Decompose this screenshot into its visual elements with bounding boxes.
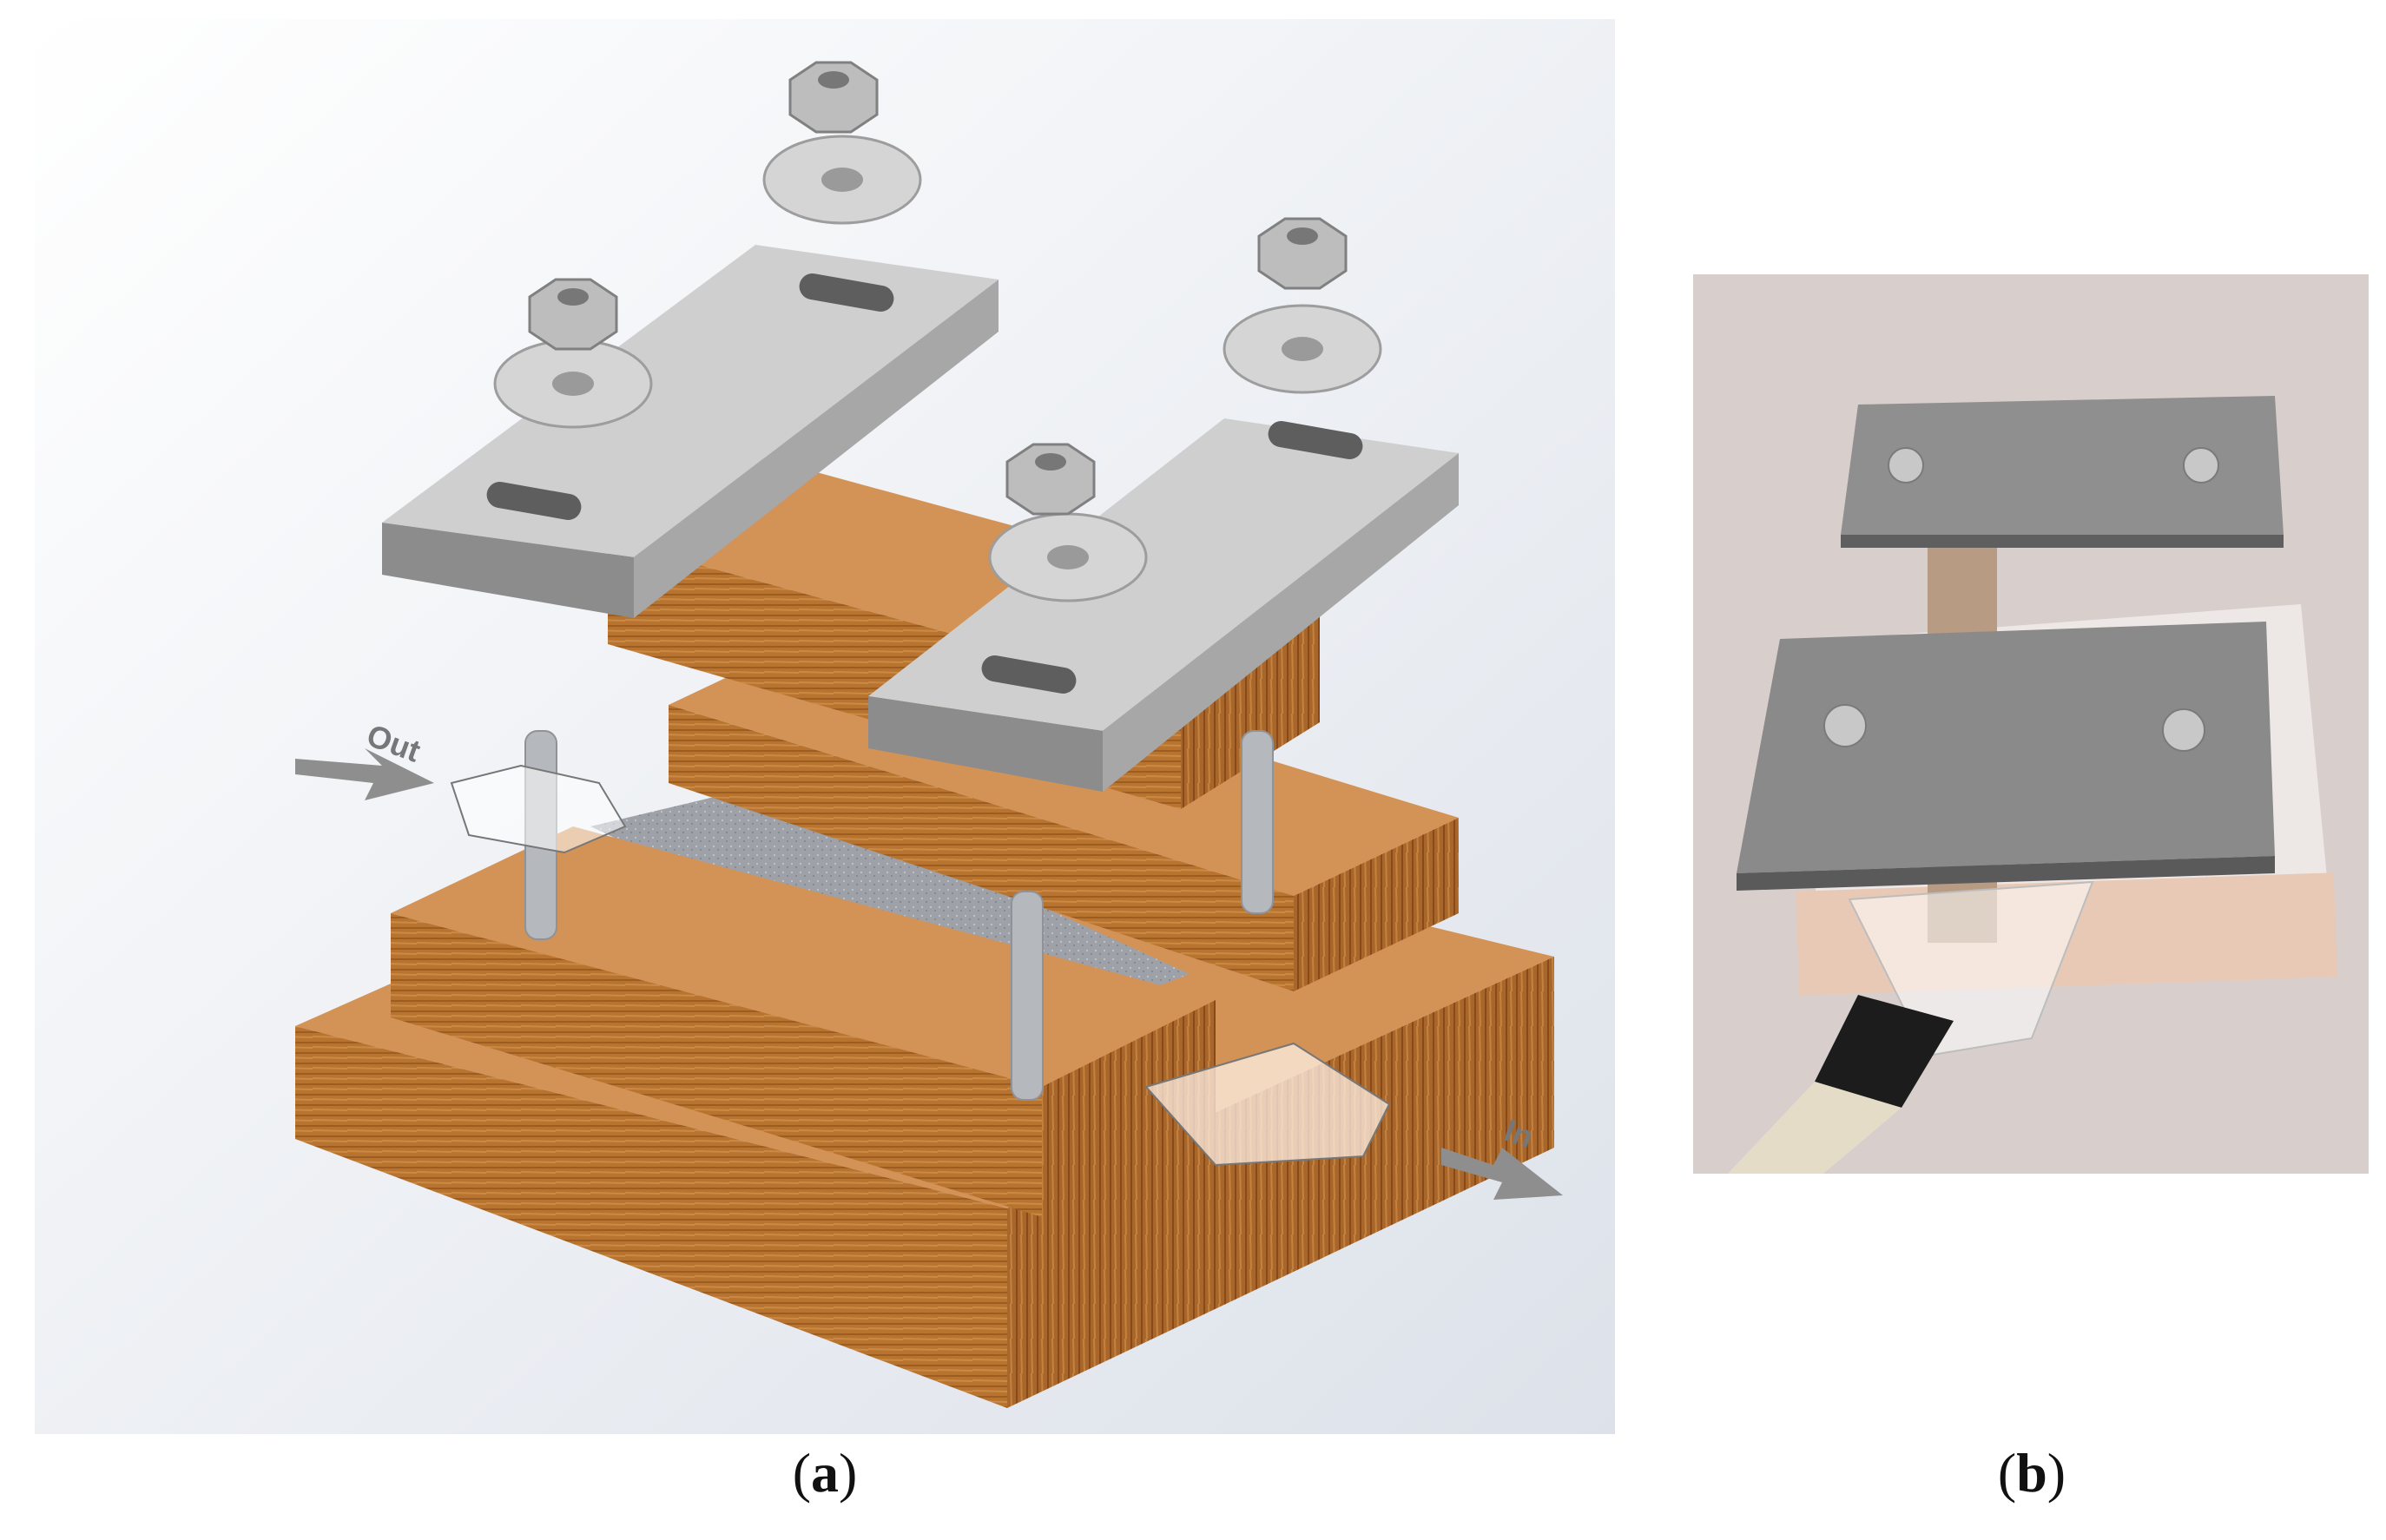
caption-b-letter: b	[2016, 1442, 2047, 1504]
steel-plate-right	[868, 418, 1459, 792]
photo-plate-top	[1841, 396, 2284, 548]
photo-drawing	[1693, 274, 2369, 1174]
photo-of-test-cell	[1693, 274, 2369, 1174]
front-rail	[391, 826, 1216, 1217]
caption-b-close: )	[2047, 1442, 2066, 1504]
hex-nuts	[528, 61, 1348, 516]
photo-plate-bottom	[1737, 622, 2275, 891]
cad-drawing: Out In	[35, 19, 1615, 1434]
caption-a-close: )	[839, 1442, 858, 1504]
photo-tube	[1728, 1082, 1902, 1174]
washer-holes	[552, 168, 1323, 569]
caption-b-open: (	[1997, 1442, 2017, 1504]
steel-plate-left	[382, 245, 999, 618]
outlet-funnel	[450, 764, 627, 854]
caption-b: (b)	[1928, 1441, 2136, 1505]
photo-black-tape	[1815, 995, 1954, 1108]
inlet-funnel	[1144, 1042, 1391, 1167]
nut-holes	[557, 71, 1318, 471]
photo-bolts	[1823, 447, 2219, 752]
cad-exploded-view: Out In	[35, 19, 1615, 1434]
caption-a-open: (	[792, 1442, 811, 1504]
caption-a: (a)	[721, 1441, 929, 1505]
caption-a-letter: a	[811, 1442, 839, 1504]
